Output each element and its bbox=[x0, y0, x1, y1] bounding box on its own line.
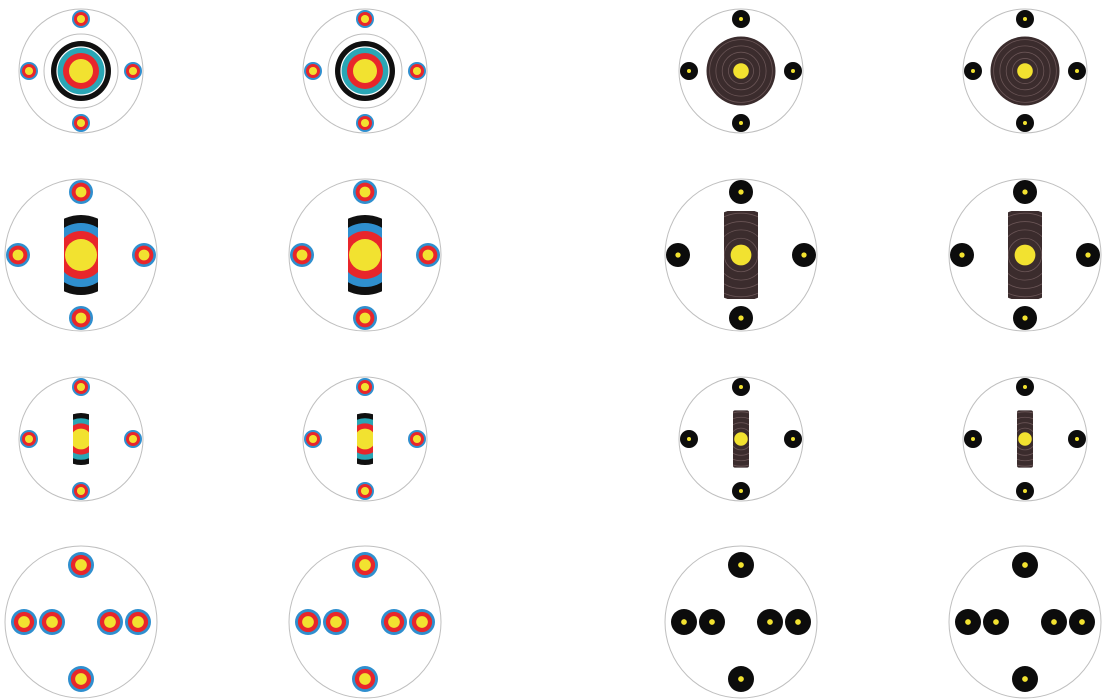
full-face-fita-target-2 bbox=[303, 9, 427, 133]
top-spot bbox=[356, 378, 374, 396]
right-outer-spot bbox=[785, 609, 811, 635]
right-spot bbox=[408, 430, 426, 448]
top-spot bbox=[1016, 10, 1034, 28]
left-spot bbox=[304, 62, 322, 80]
bottom-spot bbox=[72, 482, 90, 500]
right-spot bbox=[132, 243, 156, 267]
left-spot bbox=[680, 430, 698, 448]
bottom-spot bbox=[68, 666, 94, 692]
bottom-spot bbox=[1012, 666, 1038, 692]
bottom-spot bbox=[352, 666, 378, 692]
wide-strip-field-target-4 bbox=[949, 179, 1101, 331]
bottom-spot bbox=[356, 114, 374, 132]
right-spot bbox=[1068, 62, 1086, 80]
bottom-spot bbox=[729, 306, 753, 330]
right-outer-spot bbox=[125, 609, 151, 635]
bottom-spot bbox=[732, 114, 750, 132]
right-spot bbox=[416, 243, 440, 267]
left-outer-spot bbox=[671, 609, 697, 635]
left-spot bbox=[964, 430, 982, 448]
left-spot bbox=[666, 243, 690, 267]
left-inner-spot bbox=[323, 609, 349, 635]
right-spot bbox=[124, 430, 142, 448]
bottom-spot bbox=[728, 666, 754, 692]
top-spot bbox=[68, 552, 94, 578]
bottom-spot bbox=[732, 482, 750, 500]
wide-strip-fita-target-2 bbox=[289, 179, 441, 331]
right-spot bbox=[408, 62, 426, 80]
bottom-spot bbox=[1016, 114, 1034, 132]
top-spot bbox=[1012, 552, 1038, 578]
left-inner-spot bbox=[39, 609, 65, 635]
top-spot bbox=[1013, 180, 1037, 204]
top-spot bbox=[352, 552, 378, 578]
narrow-strip-fita-target-2 bbox=[303, 377, 427, 501]
left-outer-spot bbox=[295, 609, 321, 635]
right-outer-spot bbox=[1069, 609, 1095, 635]
right-inner-spot bbox=[757, 609, 783, 635]
right-spot bbox=[784, 62, 802, 80]
spots-only-fita-target-1 bbox=[5, 546, 157, 698]
right-outer-spot bbox=[409, 609, 435, 635]
right-spot bbox=[124, 62, 142, 80]
spots-only-field-target-3 bbox=[665, 546, 817, 698]
left-spot bbox=[680, 62, 698, 80]
right-inner-spot bbox=[1041, 609, 1067, 635]
right-spot bbox=[1068, 430, 1086, 448]
narrow-strip-fita-target-1 bbox=[19, 377, 143, 501]
left-outer-spot bbox=[11, 609, 37, 635]
left-spot bbox=[20, 62, 38, 80]
top-spot bbox=[69, 180, 93, 204]
bottom-spot bbox=[69, 306, 93, 330]
top-spot bbox=[356, 10, 374, 28]
narrow-strip-field-target-3 bbox=[679, 377, 803, 501]
full-face-field-target-3 bbox=[679, 9, 803, 133]
top-spot bbox=[732, 10, 750, 28]
center-face bbox=[51, 41, 111, 101]
full-face-field-target-4 bbox=[963, 9, 1087, 133]
spots-only-fita-target-2 bbox=[289, 546, 441, 698]
right-spot bbox=[792, 243, 816, 267]
top-spot bbox=[732, 378, 750, 396]
top-spot bbox=[728, 552, 754, 578]
center-face bbox=[707, 37, 776, 106]
top-spot bbox=[729, 180, 753, 204]
full-face-fita-target-1 bbox=[19, 9, 143, 133]
bottom-spot bbox=[72, 114, 90, 132]
wide-strip-fita-target-1 bbox=[5, 179, 157, 331]
left-spot bbox=[290, 243, 314, 267]
top-spot bbox=[72, 378, 90, 396]
top-spot bbox=[1016, 378, 1034, 396]
spots-only-field-target-4 bbox=[949, 546, 1101, 698]
right-inner-spot bbox=[381, 609, 407, 635]
bottom-spot bbox=[1016, 482, 1034, 500]
narrow-strip-field-target-4 bbox=[963, 377, 1087, 501]
left-spot bbox=[6, 243, 30, 267]
left-spot bbox=[20, 430, 38, 448]
left-spot bbox=[950, 243, 974, 267]
wide-strip-field-target-3 bbox=[665, 179, 817, 331]
center-face bbox=[991, 37, 1060, 106]
left-inner-spot bbox=[699, 609, 725, 635]
left-outer-spot bbox=[955, 609, 981, 635]
top-spot bbox=[353, 180, 377, 204]
center-face bbox=[335, 41, 395, 101]
bottom-spot bbox=[356, 482, 374, 500]
top-spot bbox=[72, 10, 90, 28]
right-inner-spot bbox=[97, 609, 123, 635]
right-spot bbox=[1076, 243, 1100, 267]
bottom-spot bbox=[1013, 306, 1037, 330]
left-inner-spot bbox=[983, 609, 1009, 635]
left-spot bbox=[304, 430, 322, 448]
bottom-spot bbox=[353, 306, 377, 330]
right-spot bbox=[784, 430, 802, 448]
left-spot bbox=[964, 62, 982, 80]
